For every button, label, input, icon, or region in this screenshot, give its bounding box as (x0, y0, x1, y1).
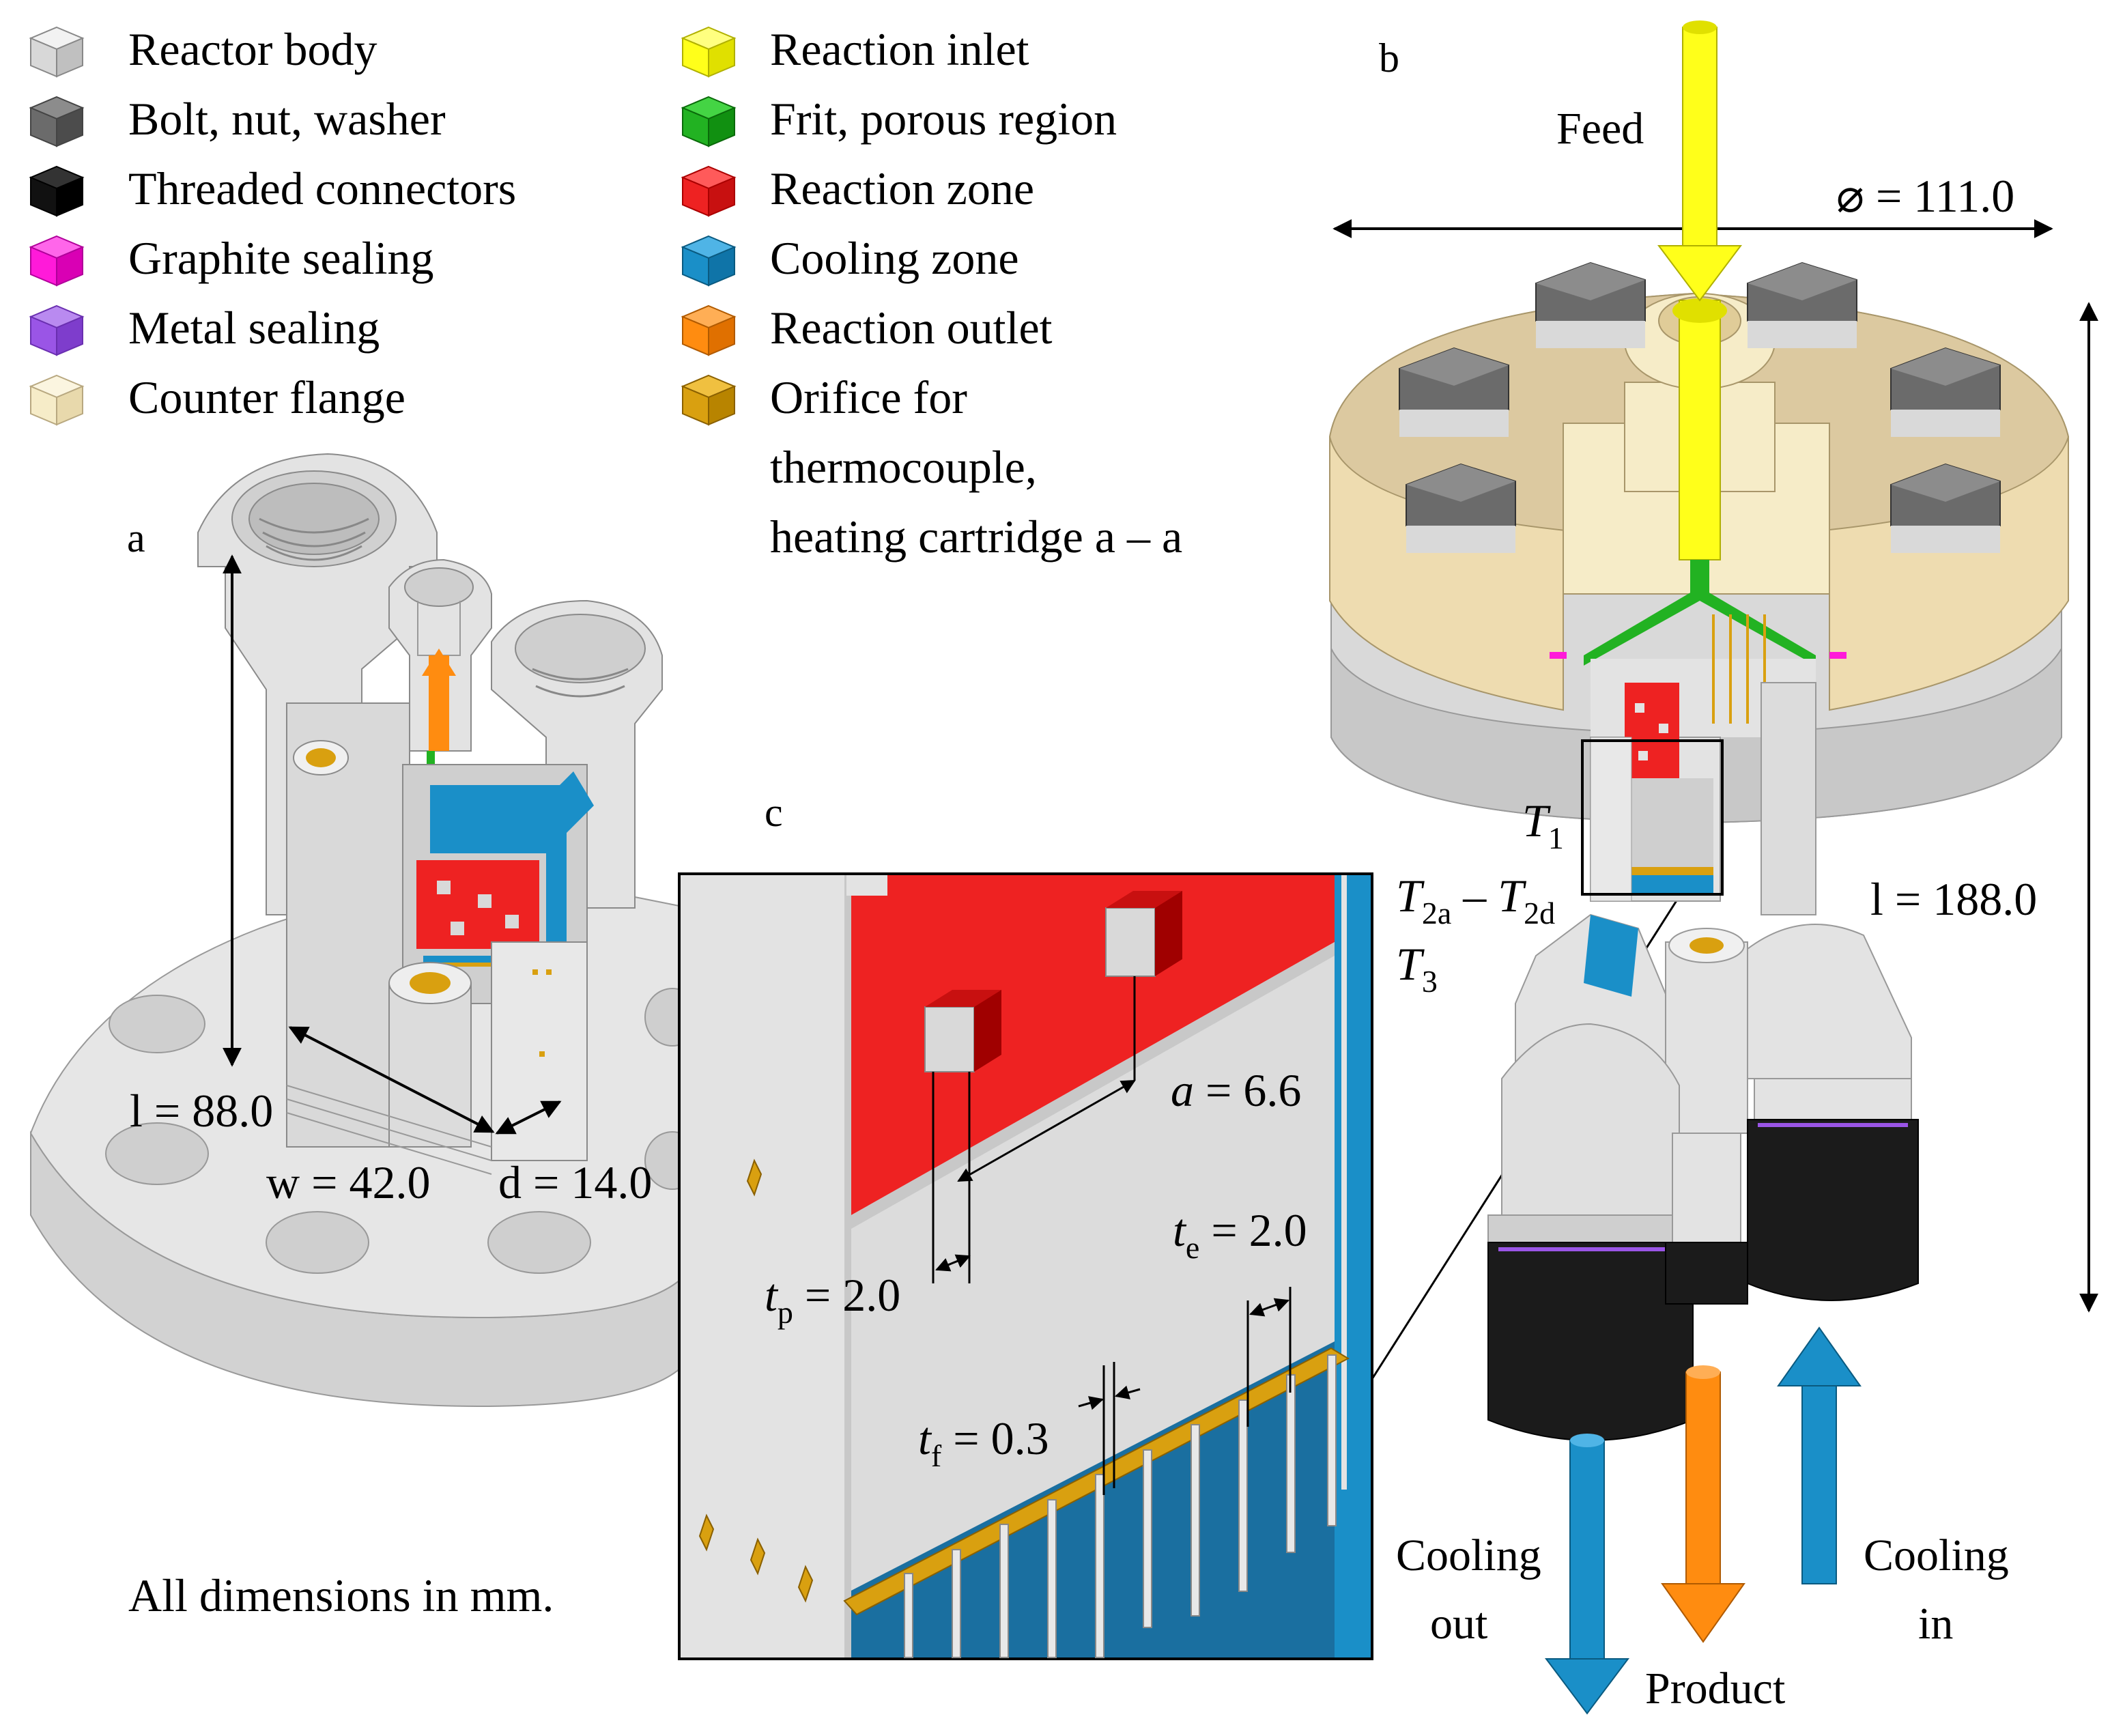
legend-label-frit: Frit, porous region (770, 93, 1117, 145)
panel-b-cooling-in-label-2: in (1918, 1599, 1953, 1649)
panel-c-orifice-mark (750, 1537, 766, 1576)
panel-c-post-1 (924, 990, 1001, 1072)
footnote: All dimensions in mm. (128, 1569, 554, 1621)
panel-a-letter: a (127, 515, 145, 560)
legend-label-graphite-sealing: Graphite sealing (128, 232, 434, 284)
legend-item-cooling-zone (681, 235, 737, 287)
bolt-icon (1399, 347, 1509, 437)
panel-c-a-dim-line (957, 1079, 1136, 1182)
legend-label-metal-sealing: Metal sealing (128, 302, 380, 354)
legend-item-metal-sealing (29, 304, 85, 356)
legend-item-bolt (29, 96, 85, 147)
cube-icon (29, 374, 85, 426)
bolt-icon (1535, 261, 1646, 348)
panel-c-zoom-frame: a = 6.6 tp = 2.0 te = 2.0 tf = 0.3 (678, 872, 1373, 1660)
panel-c: c (678, 790, 1682, 1660)
panel-b-cooling-in-arrow (1777, 1326, 1862, 1584)
cube-icon (29, 96, 85, 147)
legend-col1: Reactor body Bolt, nut, washer Threaded … (29, 23, 516, 426)
bolt-icon (1406, 463, 1516, 553)
legend-item-threaded-connectors (29, 165, 85, 217)
panel-c-tf-dim-line (1078, 1396, 1104, 1410)
cube-icon (681, 165, 737, 217)
panel-b-cooling-out-label-2: out (1430, 1599, 1487, 1649)
panel-b-flange (1328, 261, 2070, 824)
panel-b-t1-label: T1 (1522, 795, 1564, 855)
panel-b-diameter-label: ⌀ = 111.0 (1836, 170, 2014, 222)
panel-b-zoom-rect (1581, 739, 1724, 896)
panel-b-t3-label: T3 (1396, 938, 1438, 999)
legend-label-orifice-line3: heating cartridge a – a (770, 511, 1182, 563)
bolt-icon (1890, 347, 2001, 437)
legend-label-reactor-body: Reactor body (128, 23, 377, 75)
panel-c-tp-label: tp = 2.0 (765, 1269, 900, 1330)
panel-b-cooling-in-label-1: Cooling (1864, 1531, 2009, 1580)
legend-label-cooling-zone: Cooling zone (770, 232, 1019, 284)
panel-b-length-label: l = 188.0 (1870, 873, 2037, 925)
panel-b-t2-label: T2a – T2d (1396, 870, 1555, 930)
panel-b-feed-label: Feed (1556, 104, 1644, 154)
legend-item-frit (681, 96, 737, 147)
legend-label-reaction-outlet: Reaction outlet (770, 302, 1053, 354)
panel-c-letter: c (765, 790, 783, 835)
legend-col2: Reaction inlet Frit, porous region React… (681, 23, 1182, 563)
bolt-icon (1890, 463, 2001, 553)
panel-b-cooling-out-arrow (1545, 1434, 1629, 1715)
bolt-icon (1747, 261, 1857, 348)
panel-c-tp-dim-line (935, 1254, 971, 1272)
legend-item-counter-flange (29, 374, 85, 426)
panel-b: b Feed ⌀ = 111.0 (1328, 20, 2098, 1715)
legend-label-reaction-zone: Reaction zone (770, 162, 1034, 214)
panel-c-orifice-mark (698, 1513, 715, 1552)
cube-icon (29, 165, 85, 217)
legend-item-reaction-inlet (681, 26, 737, 78)
legend: Reactor body Bolt, nut, washer Threaded … (29, 23, 1182, 563)
legend-label-counter-flange: Counter flange (128, 371, 405, 423)
cube-icon (681, 235, 737, 287)
legend-item-graphite-sealing (29, 235, 85, 287)
panel-b-product-arrow (1661, 1365, 1745, 1643)
panel-b-feed-arrow (1657, 20, 1742, 302)
panel-c-orifice-mark (746, 1158, 762, 1197)
cube-icon (681, 304, 737, 356)
panel-b-lower-body (1487, 682, 1919, 1441)
panel-a-width-label: w = 42.0 (266, 1156, 430, 1208)
cube-icon (681, 96, 737, 147)
panel-a-length-label: l = 88.0 (130, 1085, 273, 1137)
panel-b-product-label: Product (1645, 1664, 1785, 1713)
panel-c-te-dim-line (1249, 1298, 1289, 1317)
cube-icon (29, 26, 85, 78)
legend-label-orifice: Orifice for (770, 371, 967, 423)
panel-a-depth-label: d = 14.0 (498, 1156, 652, 1208)
cube-icon (681, 374, 737, 426)
legend-item-reaction-outlet (681, 304, 737, 356)
legend-label-reaction-inlet: Reaction inlet (770, 23, 1029, 75)
cube-icon (681, 26, 737, 78)
panel-a-depth-dim-line (495, 1100, 562, 1135)
panel-b-letter: b (1379, 35, 1399, 81)
legend-label-bolt: Bolt, nut, washer (128, 93, 446, 145)
panel-c-tf-label: tf = 0.3 (918, 1412, 1049, 1473)
legend-item-orifice (681, 374, 737, 426)
panel-b-cooling-out-label-1: Cooling (1396, 1531, 1541, 1580)
legend-item-reactor-body (29, 26, 85, 78)
panel-c-fins (904, 1354, 1337, 1658)
cube-icon (29, 235, 85, 287)
legend-label-orifice-line2: thermocouple, (770, 441, 1037, 493)
panel-a-width-dim-line (288, 1026, 495, 1133)
cube-icon (29, 304, 85, 356)
panel-c-te-label: te = 2.0 (1173, 1204, 1307, 1265)
panel-c-post-2 (1105, 891, 1182, 977)
panel-a: a (29, 453, 700, 1408)
panel-c-a-label: a = 6.6 (1171, 1064, 1301, 1116)
legend-item-reaction-zone (681, 165, 737, 217)
legend-label-threaded-connectors: Threaded connectors (128, 162, 516, 214)
panel-c-orifice-mark (797, 1565, 814, 1603)
panel-a-reactor-body (197, 453, 663, 1175)
